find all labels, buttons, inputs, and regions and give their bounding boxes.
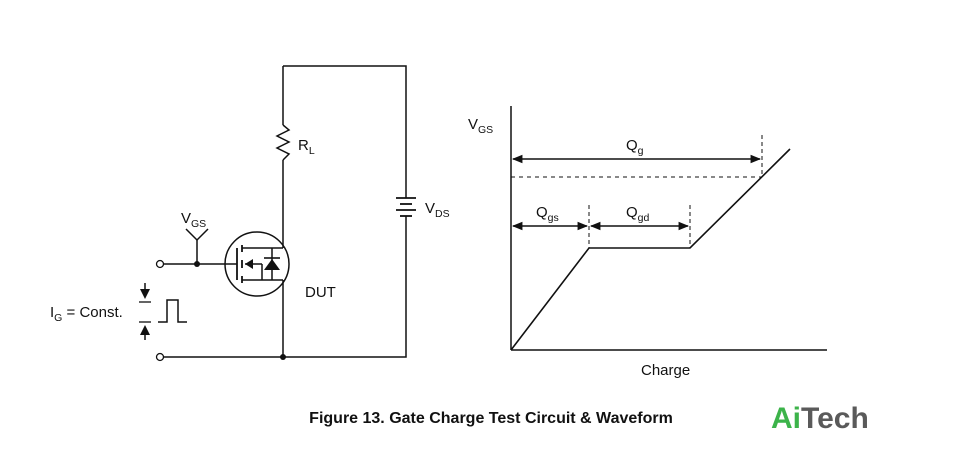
aitech-logo: AiTech	[771, 402, 869, 435]
battery-vds	[396, 197, 416, 220]
qgd-label: Qgd	[626, 204, 650, 224]
gate-charge-waveform: VGS Charge Qg Qgs Qgd	[468, 106, 827, 379]
vds-label: VDS	[425, 200, 450, 220]
vgs-probe-label: VGS	[181, 210, 206, 230]
top-wire	[283, 65, 407, 198]
right-bottom-wire	[283, 220, 407, 358]
ig-label: IG = Const.	[50, 304, 123, 324]
resistor-rl	[275, 124, 291, 161]
figure-caption: Figure 13. Gate Charge Test Circuit & Wa…	[309, 410, 673, 427]
y-axis-label: VGS	[468, 116, 493, 136]
mosfet-dut	[224, 231, 290, 357]
vgs-curve	[510, 148, 791, 351]
rl-label: RL	[298, 137, 315, 157]
gate-pulse-waveform	[158, 299, 187, 323]
gate-terminal	[155, 259, 165, 269]
source-junction	[280, 354, 286, 360]
x-axis-label: Charge	[641, 362, 690, 379]
dut-label: DUT	[305, 284, 336, 301]
qgs-label: Qgs	[536, 204, 559, 224]
gate-current-indicator	[139, 283, 151, 340]
qg-label: Qg	[626, 137, 644, 157]
source-terminal	[155, 352, 165, 362]
test-circuit: RL VDS	[50, 65, 450, 362]
vgs-probe-fork	[185, 228, 209, 242]
